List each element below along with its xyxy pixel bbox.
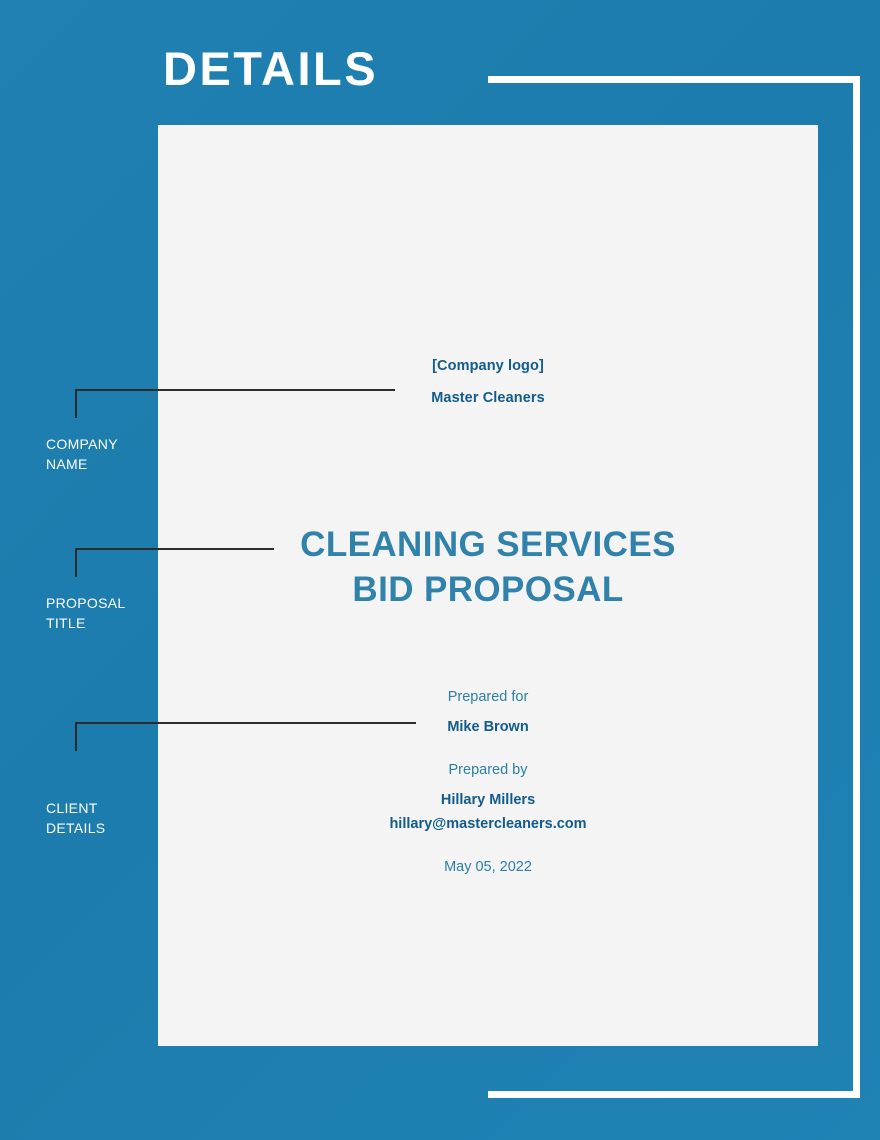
callout-label-client-details: CLIENT DETAILS (46, 800, 106, 837)
frame-top-line (488, 76, 860, 83)
company-name-block: [Company logo] Master Cleaners (158, 356, 818, 409)
prepared-for-name: Mike Brown (447, 719, 529, 736)
prepared-by-label: Prepared by (448, 762, 528, 779)
company-logo-placeholder: [Company logo] (432, 358, 544, 374)
callout-connector-proposal-title (75, 548, 274, 577)
client-details-block: Prepared for Mike Brown Prepared by Hill… (158, 687, 818, 878)
frame-bottom-line (488, 1091, 860, 1098)
callout-label-proposal-title: PROPOSAL TITLE (46, 595, 126, 632)
proposal-title-line-2: BID PROPOSAL (352, 569, 624, 609)
callout-connector-company-name (75, 389, 395, 418)
prepared-by-name: Hillary Millers (440, 792, 536, 809)
document-page: [Company logo] Master Cleaners CLEANING … (158, 125, 818, 1046)
callout-label-company-name: COMPANY NAME (46, 436, 118, 473)
company-name-value: Master Cleaners (431, 390, 545, 407)
prepared-by-email: hillary@mastercleaners.com (389, 816, 587, 833)
frame-right-line (853, 76, 860, 1098)
proposal-title-line-1: CLEANING SERVICES (300, 525, 676, 564)
prepared-for-label: Prepared for (447, 689, 529, 705)
proposal-title-text: CLEANING SERVICES BID PROPOSAL (158, 523, 818, 613)
proposal-date: May 05, 2022 (444, 859, 532, 876)
page-title: DETAILS (163, 42, 379, 95)
callout-connector-client-details (75, 722, 416, 751)
proposal-title-block: CLEANING SERVICES BID PROPOSAL (158, 523, 818, 613)
